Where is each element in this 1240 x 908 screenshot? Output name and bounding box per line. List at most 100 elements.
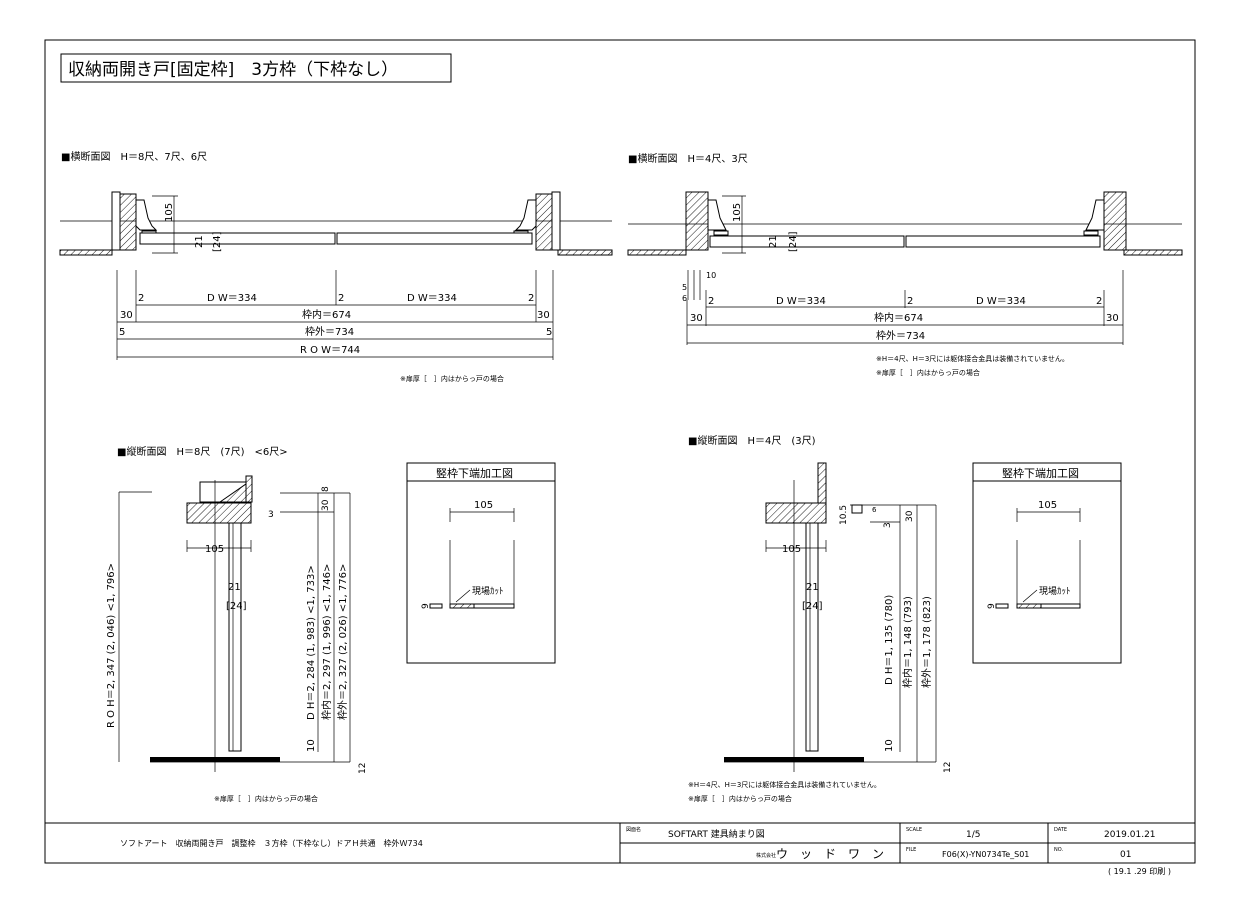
svg-text:R O H＝2, 347 (2, 046) <1, 796>: R O H＝2, 347 (2, 046) <1, 796>: [106, 563, 117, 728]
svg-text:12: 12: [358, 763, 368, 774]
bottom-right-heading: ■縦断面図 H＝4尺 (3尺): [688, 434, 816, 447]
svg-text:30: 30: [905, 510, 915, 522]
svg-text:D W＝334: D W＝334: [407, 293, 457, 304]
svg-text:10: 10: [306, 739, 317, 752]
door-leaf-vertical: [228, 522, 242, 752]
svg-text:[24]: [24]: [226, 601, 247, 612]
title-block: ソフトアート 収納両開き戸 調整枠 ３方枠（下枠なし）ドアＨ共通 枠外Ｗ734 …: [45, 822, 1195, 876]
svg-text:[24]: [24]: [802, 601, 823, 612]
svg-text:6: 6: [682, 294, 687, 303]
svg-text:現場ｶｯﾄ: 現場ｶｯﾄ: [472, 585, 504, 597]
top-right-heading: ■横断面図 H＝4尺、3尺: [628, 152, 748, 165]
svg-text:105: 105: [1038, 500, 1057, 511]
svg-text:枠内＝2, 297 (1, 996) <1, 746>: 枠内＝2, 297 (1, 996) <1, 746>: [320, 564, 333, 720]
svg-text:FILE: FILE: [906, 847, 916, 853]
svg-text:2: 2: [907, 296, 913, 307]
svg-text:3: 3: [268, 510, 274, 520]
bottom-right-vertical-section: ■縦断面図 H＝4尺 (3尺) 105 21 [24] 10.5 6 30 3 …: [688, 434, 953, 803]
svg-text:30: 30: [537, 310, 550, 321]
detail-box-left: 竪枠下端加工図 105 現場ｶｯﾄ 9: [406, 462, 556, 664]
svg-text:9: 9: [421, 603, 431, 609]
svg-text:D W＝334: D W＝334: [776, 296, 826, 307]
printed-date: ( 19.1 .29 印刷 ): [1108, 867, 1171, 876]
svg-text:枠内＝674: 枠内＝674: [874, 311, 923, 324]
svg-text:2: 2: [528, 293, 534, 304]
top-left-heading: ■横断面図 H＝8尺、7尺、6尺: [61, 150, 207, 163]
date-value: 2019.01.21: [1104, 830, 1156, 840]
svg-text:枠外＝734: 枠外＝734: [305, 325, 354, 338]
svg-text:枠内＝674: 枠内＝674: [302, 308, 351, 321]
svg-text:10: 10: [884, 739, 895, 752]
svg-text:枠外＝2, 327 (2, 026) <1, 776>: 枠外＝2, 327 (2, 026) <1, 776>: [336, 564, 349, 720]
left-door-leaf: [139, 232, 336, 245]
title-box: [60, 53, 452, 83]
company-name: ウ ッ ド ワ ン: [776, 847, 884, 861]
svg-text:SCALE: SCALE: [906, 827, 922, 833]
bottom-left-vertical-section: ■縦断面図 H＝8尺 (7尺) <6尺> R O H＝2, 347 (2, 04…: [106, 445, 368, 803]
svg-text:12: 12: [943, 762, 953, 773]
svg-text:枠内＝1, 148 (793): 枠内＝1, 148 (793): [901, 596, 914, 688]
number-value: 01: [1120, 850, 1131, 860]
svg-text:[24]: [24]: [212, 231, 223, 252]
page-title: 収納両開き戸[固定枠] 3方枠（下枠なし）: [68, 60, 398, 80]
bottom-right-note-1: ※H＝4尺、H＝3尺には躯体接合金具は装備されていません。: [688, 780, 881, 789]
svg-text:10: 10: [706, 271, 716, 280]
right-jamb-small: [1103, 191, 1127, 251]
left-jamb: [119, 193, 137, 251]
svg-text:8: 8: [321, 486, 331, 492]
svg-text:105: 105: [474, 500, 493, 511]
svg-text:21: 21: [194, 235, 205, 248]
svg-text:2: 2: [1096, 296, 1102, 307]
top-right-note-2: ※扉厚［ ］内はからっ戸の場合: [876, 368, 980, 377]
top-left-horizontal-section: ■横断面図 H＝8尺、7尺、6尺 105 21 [24]: [59, 150, 613, 383]
svg-text:105: 105: [164, 203, 175, 222]
svg-text:105: 105: [782, 544, 801, 555]
svg-text:9: 9: [987, 603, 997, 609]
drawing-name: SOFTART 建具納まり図: [668, 828, 765, 840]
svg-text:株式会社: 株式会社: [756, 852, 776, 859]
file-value: F06(X)-YN0734Te_S01: [942, 850, 1029, 859]
svg-text:D W＝334: D W＝334: [207, 293, 257, 304]
svg-text:枠外＝734: 枠外＝734: [876, 329, 925, 342]
svg-text:竪枠下端加工図: 竪枠下端加工図: [436, 466, 513, 480]
right-jamb: [535, 193, 553, 251]
top-right-horizontal-section: ■横断面図 H＝4尺、3尺 105 21 [24] 10 5 6 2 D W: [627, 152, 1183, 377]
svg-text:D H＝1, 135 (780): D H＝1, 135 (780): [884, 595, 895, 685]
head-frame: [186, 502, 252, 524]
product-description: ソフトアート 収納両開き戸 調整枠 ３方枠（下枠なし）ドアＨ共通 枠外Ｗ734: [120, 838, 423, 848]
svg-text:[24]: [24]: [788, 231, 799, 252]
svg-text:現場ｶｯﾄ: 現場ｶｯﾄ: [1039, 585, 1071, 597]
svg-text:2: 2: [138, 293, 144, 304]
svg-text:D H＝2, 284 (1, 983) <1, 733>: D H＝2, 284 (1, 983) <1, 733>: [306, 565, 317, 720]
svg-text:30: 30: [1106, 313, 1119, 324]
right-door-leaf: [336, 232, 533, 245]
svg-text:2: 2: [708, 296, 714, 307]
svg-text:3: 3: [883, 522, 893, 528]
svg-text:21: 21: [806, 582, 819, 593]
svg-text:5: 5: [546, 327, 552, 338]
svg-text:枠外＝1, 178 (823): 枠外＝1, 178 (823): [920, 596, 933, 688]
bottom-left-note: ※扉厚［ ］内はからっ戸の場合: [214, 794, 318, 803]
svg-text:R O W＝744: R O W＝744: [300, 345, 360, 356]
top-right-note-1: ※H＝4尺、H＝3尺には躯体接合金具は装備されていません。: [876, 354, 1069, 363]
svg-text:21: 21: [768, 235, 779, 248]
floor-left: [59, 249, 113, 256]
bottom-left-heading: ■縦断面図 H＝8尺 (7尺) <6尺>: [117, 445, 288, 458]
svg-text:10.5: 10.5: [839, 505, 849, 525]
svg-text:竪枠下端加工図: 竪枠下端加工図: [1002, 466, 1079, 480]
svg-text:21: 21: [228, 582, 241, 593]
svg-text:6: 6: [872, 506, 877, 514]
svg-text:DATE: DATE: [1054, 827, 1067, 833]
bottom-right-note-2: ※扉厚［ ］内はからっ戸の場合: [688, 794, 792, 803]
floor-right: [557, 249, 613, 256]
svg-text:5: 5: [119, 327, 125, 338]
top-left-note: ※扉厚［ ］内はからっ戸の場合: [400, 374, 504, 383]
svg-text:105: 105: [205, 544, 224, 555]
svg-text:30: 30: [120, 310, 133, 321]
svg-text:30: 30: [321, 499, 331, 511]
scale-value: 1/5: [966, 830, 980, 840]
svg-text:NO.: NO.: [1054, 847, 1063, 853]
svg-text:2: 2: [338, 293, 344, 304]
